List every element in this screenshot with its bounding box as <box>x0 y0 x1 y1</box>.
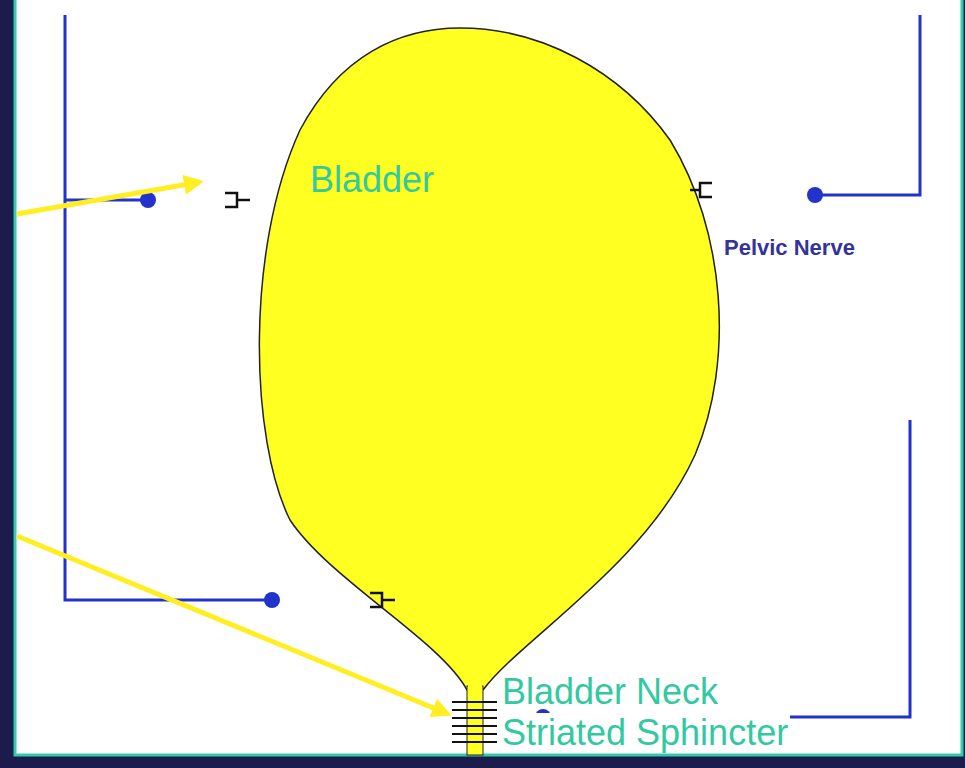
bladder-body <box>259 28 719 690</box>
neck-join <box>468 685 482 693</box>
part-label: Bladder Neck <box>500 672 720 712</box>
pointer-arrows <box>17 182 448 714</box>
striated-sphincter <box>452 702 497 742</box>
nerve-lines <box>65 15 920 717</box>
panel <box>15 0 962 755</box>
nerve-endings <box>140 187 823 725</box>
urethra <box>467 686 483 755</box>
organ-label: Bladder <box>308 160 436 200</box>
part-label: Striated Sphincter <box>500 713 790 753</box>
synapse-symbols <box>225 183 712 607</box>
nerve-label: Pelvic Nerve <box>722 236 857 260</box>
